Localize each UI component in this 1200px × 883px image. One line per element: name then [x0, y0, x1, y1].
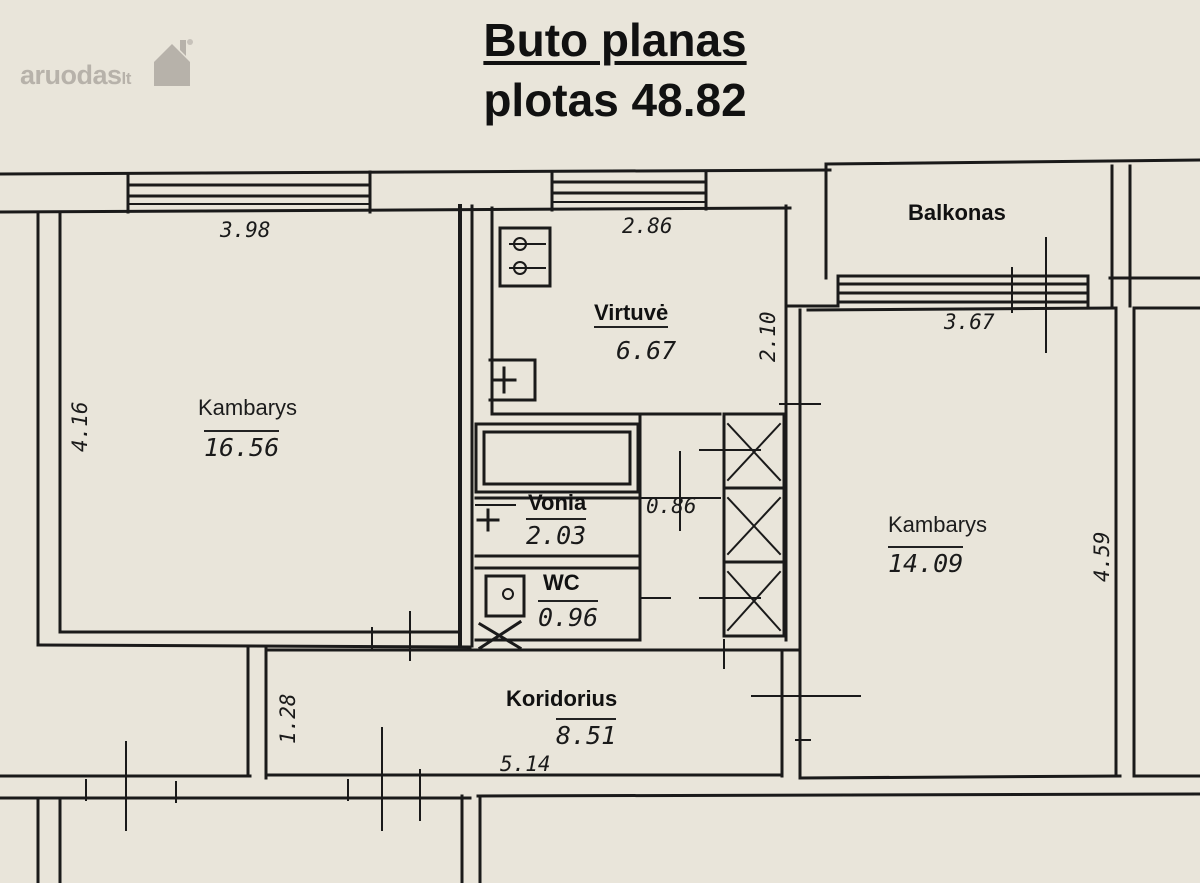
- room-area-kambarys-right: 14.09: [888, 546, 964, 578]
- dimension-ticks: [85, 237, 1047, 831]
- room-name-kambarys-left: Kambarys: [198, 395, 298, 420]
- watermark-logo-suffix: lt: [121, 69, 132, 88]
- kitchen-sink: [488, 358, 537, 402]
- stove: [498, 226, 552, 288]
- dimension-4-16: 4.16: [68, 401, 92, 452]
- wall-top-outer: [0, 168, 832, 176]
- bathtub: [474, 422, 640, 494]
- aruodas-watermark: aruodaslt: [20, 60, 131, 91]
- room-name-koridorius: Koridorius: [506, 686, 618, 711]
- ventilation-shafts: [722, 412, 786, 638]
- dimension-3-98: 3.98: [220, 218, 271, 242]
- room-name-vonia: Vonia: [528, 490, 587, 515]
- house-logo-icon: [154, 39, 193, 86]
- dimension-5-14: 5.14: [500, 752, 551, 776]
- room-area-virtuve: 6.67: [616, 336, 677, 365]
- room-area-vonia: 2.03: [526, 518, 587, 550]
- room-area-koridorius: 8.51: [556, 718, 617, 750]
- dimension-4-59: 4.59: [1090, 531, 1114, 582]
- room-name-balkonas: Balkonas: [908, 200, 1006, 225]
- room-name-wc: WC: [543, 570, 580, 595]
- dimension-2-86: 2.86: [622, 214, 673, 238]
- plan-title: Buto planas: [483, 14, 747, 66]
- dimension-2-10: 2.10: [756, 311, 780, 362]
- room-name-kambarys-right: Kambarys: [888, 512, 988, 537]
- toilet: [477, 574, 526, 651]
- room-name-virtuve: Virtuvė: [594, 300, 669, 328]
- wall-top-inner: [0, 206, 792, 214]
- wall-left-room-bottom-2: [36, 643, 472, 649]
- dimension-3-67: 3.67: [944, 310, 995, 334]
- room-area-wc: 0.96: [538, 600, 599, 632]
- window-left-room: [126, 170, 372, 214]
- dimension-1-28: 1.28: [276, 693, 300, 744]
- bath-sink: [475, 504, 516, 532]
- room-area-kambarys-left: 16.56: [204, 430, 280, 462]
- window-kitchen: [550, 169, 708, 212]
- window-balcony: [836, 274, 1090, 308]
- dimension-0-86: 0.86: [646, 494, 697, 518]
- plan-subtitle-area: plotas 48.82: [483, 74, 747, 126]
- watermark-text: aruodas: [20, 60, 122, 90]
